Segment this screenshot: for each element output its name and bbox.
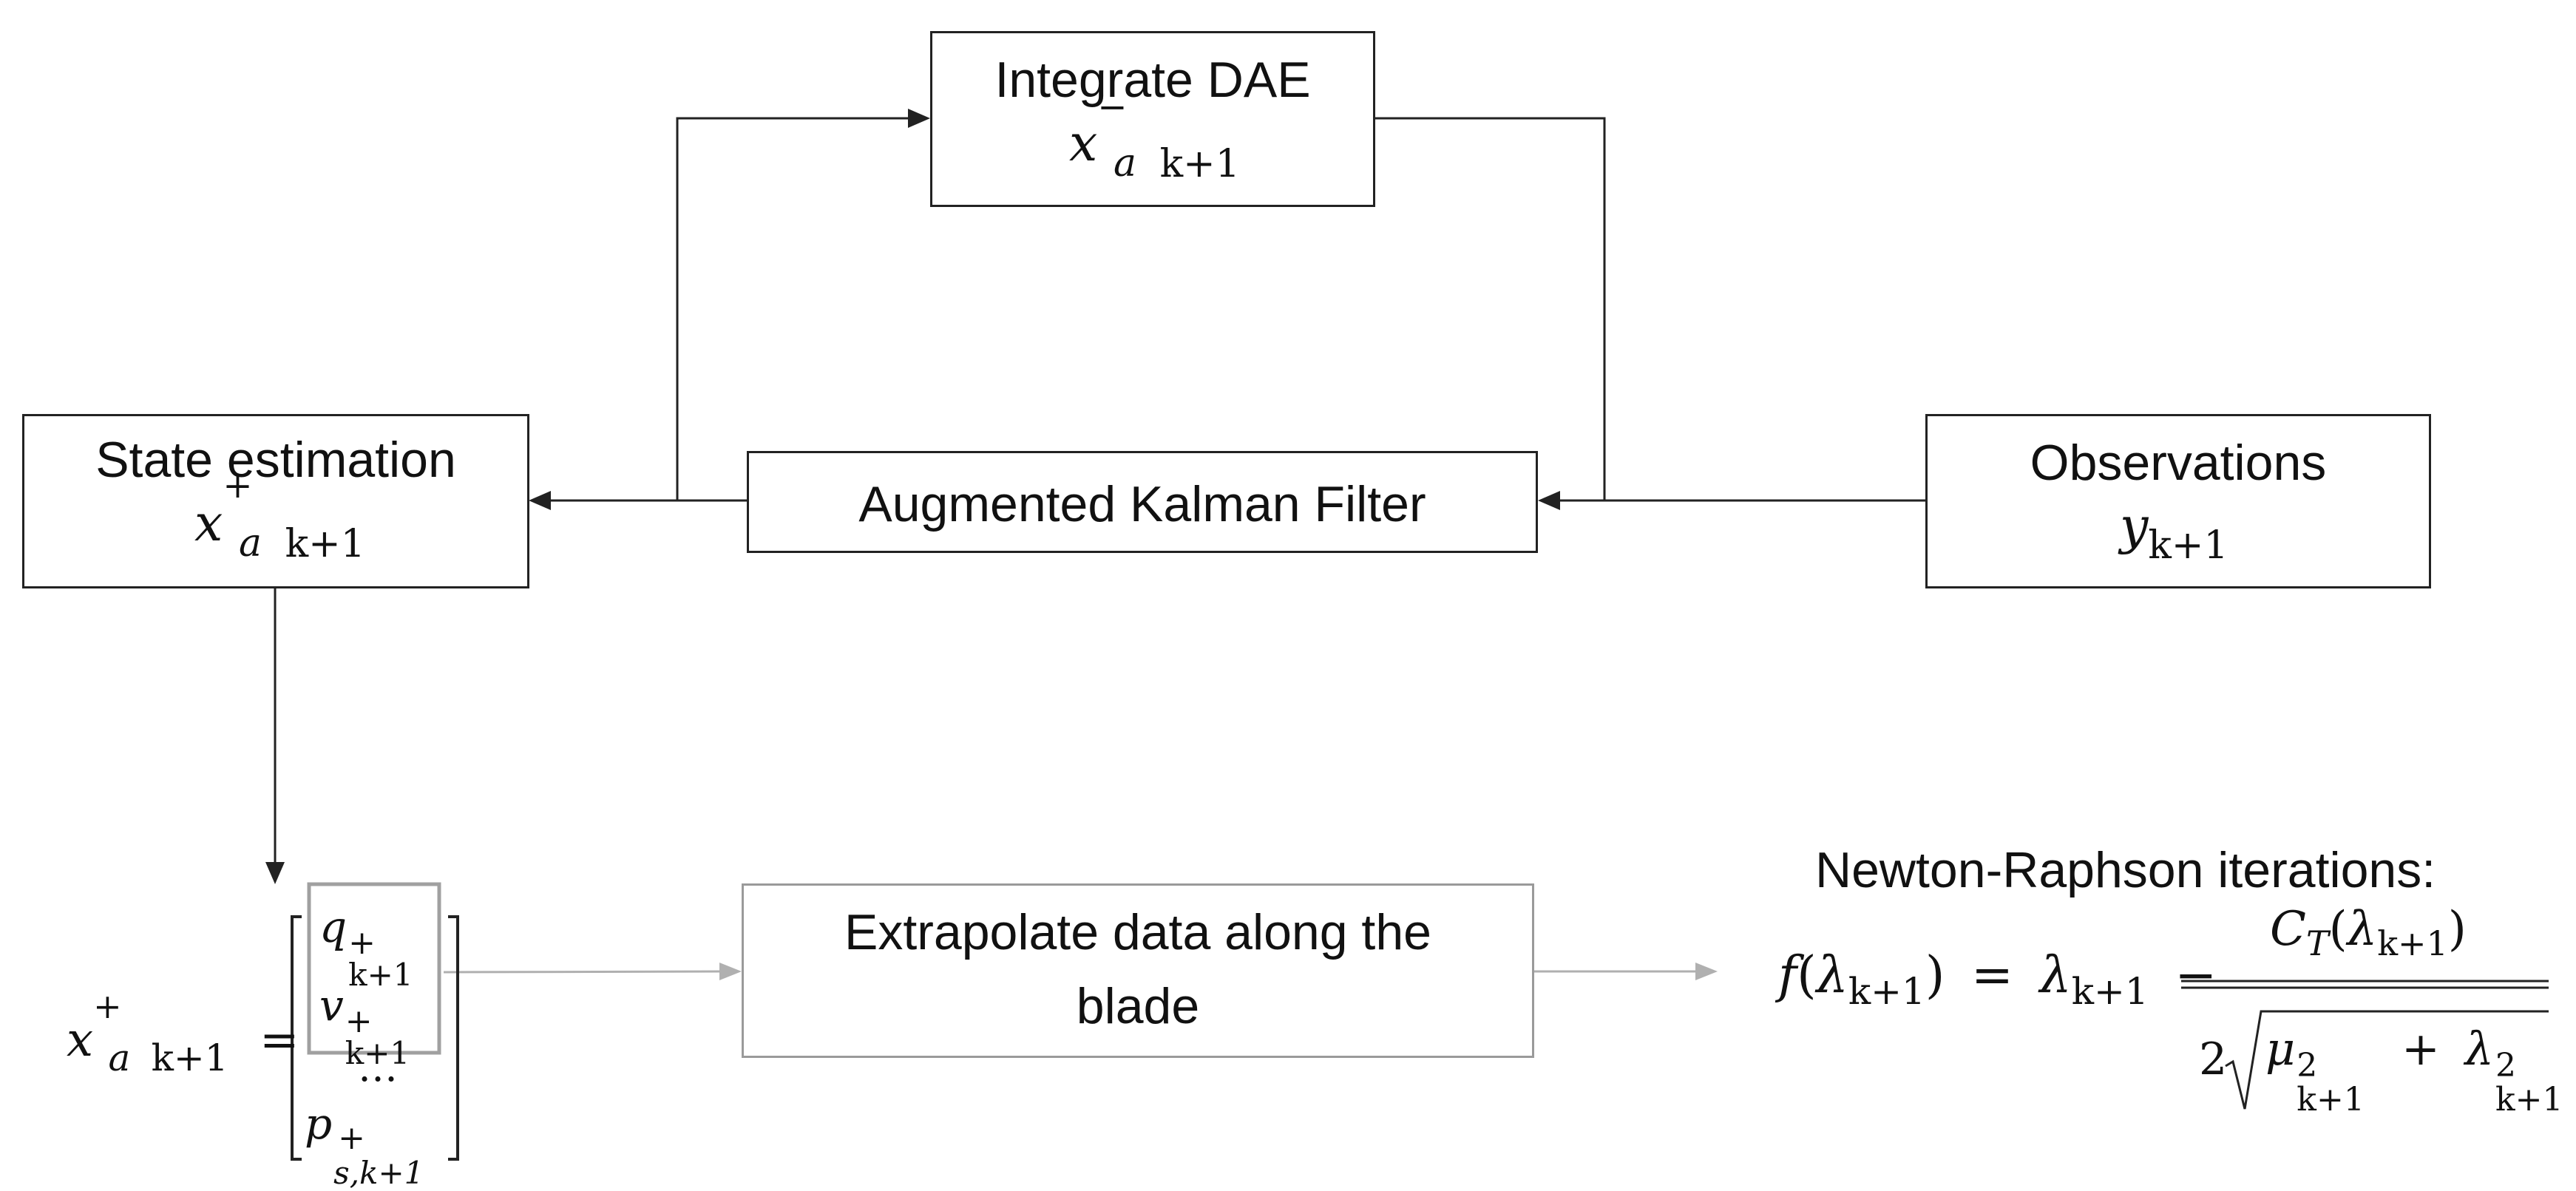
sup-plus: +: [223, 465, 253, 506]
arrowhead-vector: [265, 862, 285, 884]
v-sup: +: [345, 1002, 373, 1040]
idx: k+1: [1848, 970, 1925, 1013]
akf-title: Augmented Kalman Filter: [858, 476, 1426, 532]
newton-denominator-two: 2: [2199, 1034, 2228, 1085]
state-estimation-title: State estimation: [95, 432, 456, 488]
sym-lambda: λ: [1816, 946, 1848, 1005]
mu-sup: 2: [2297, 1047, 2318, 1085]
sym-C: C: [2270, 902, 2306, 957]
observations-node: Observations yk+1: [1925, 414, 2431, 588]
integrate-dae-symbol: x − a k+1: [1069, 86, 1240, 186]
sup-plus: +: [93, 986, 122, 1026]
idx: k+1: [2148, 523, 2228, 568]
sym-v: v: [319, 980, 344, 1031]
arrowhead-akf: [1538, 491, 1560, 510]
sym-lambda: λ: [2039, 946, 2072, 1005]
newton-denominator: μ 2 k+1 + λ 2 k+1: [2265, 1022, 2575, 1119]
idx: k+1: [1159, 142, 1240, 186]
sym-q: q: [319, 902, 348, 952]
state-estimation-symbol: x + a k+1: [194, 465, 365, 566]
highlight-box: [307, 882, 441, 1055]
newton-lhs: f(λk+1) = λk+1 −: [1778, 946, 2217, 1013]
paren-close: ): [2447, 902, 2467, 957]
sym-lambda: λ: [2347, 902, 2378, 957]
vector-entry-q: q + k+1: [319, 902, 428, 993]
sym-p: p: [305, 1099, 333, 1149]
newton-numerator: CT(λk+1): [2270, 902, 2467, 963]
vector-entry-p: p + s,k+1: [305, 1099, 443, 1191]
extrapolate-node: Extrapolate data along the blade: [742, 883, 1534, 1058]
q-sub: k+1: [348, 957, 413, 993]
arrowhead-newton: [1695, 963, 1718, 980]
v-sub: k+1: [345, 1035, 410, 1071]
paren-open: (: [2328, 902, 2348, 957]
sym-x: x: [1069, 115, 1098, 173]
integrate-dae-title: Integrate DAE: [994, 52, 1311, 108]
mu-sub: k+1: [2297, 1081, 2365, 1119]
akf-node: Augmented Kalman Filter: [747, 451, 1538, 553]
paren-open: (: [1797, 946, 1817, 1005]
extrapolate-title-line1: Extrapolate data along the: [844, 904, 1431, 960]
q-sup: +: [348, 924, 376, 962]
equals: =: [1970, 946, 2013, 1005]
idx: k+1: [151, 1036, 228, 1079]
idx: k+1: [2071, 970, 2149, 1013]
integrate-to-akf-arrow: [1375, 117, 1606, 502]
paren-close: ): [1925, 946, 1945, 1005]
sym-x: x: [194, 495, 223, 553]
p-sup: +: [338, 1119, 366, 1157]
sym-mu: μ: [2265, 1022, 2296, 1076]
newton-heading: Newton-Raphson iterations:: [1815, 842, 2436, 898]
observations-title: Observations: [2030, 435, 2327, 491]
observations-symbol: yk+1: [2120, 498, 2228, 568]
sym-x: x: [67, 1013, 94, 1068]
loop-to-integrate-arrow: [676, 117, 909, 502]
extrapolate-title-line2: blade: [1076, 978, 1200, 1034]
equals: =: [259, 1013, 299, 1068]
sub-a: a: [238, 520, 262, 566]
fraction-lines: [2181, 980, 2549, 989]
arrowhead-integrate: [908, 109, 930, 128]
vector-to-extrapolate-arrow: [443, 970, 722, 974]
sqrt-sign: [2225, 1010, 2549, 1110]
idx: k+1: [2377, 923, 2448, 963]
matrix-brackets: [291, 915, 459, 1161]
arrowhead-extrapolate: [719, 963, 742, 980]
idx: k+1: [285, 522, 365, 566]
vector-entry-v: v + k+1: [319, 980, 425, 1071]
sub-T: T: [2305, 923, 2329, 963]
vector-dots: …: [358, 1044, 398, 1090]
sym-y: y: [2120, 498, 2149, 556]
plus: +: [2402, 1022, 2440, 1076]
vector-lhs: x + a k+1 =: [67, 986, 299, 1079]
sym-f: f: [1778, 946, 1797, 1005]
integrate-dae-node: Integrate DAE x − a k+1: [930, 31, 1375, 207]
lambda-sub: k+1: [2495, 1081, 2563, 1119]
minus: −: [2175, 946, 2217, 1005]
sym-lambda: λ: [2464, 1022, 2494, 1076]
sub-a: a: [1113, 140, 1136, 186]
sup-minus: −: [1097, 86, 1128, 128]
arrowhead-state: [529, 491, 551, 510]
p-sub: s,k+1: [333, 1155, 424, 1191]
state-estimation-node: State estimation x + a k+1: [22, 414, 529, 588]
lambda-sup: 2: [2495, 1047, 2516, 1085]
sub-a: a: [108, 1036, 131, 1079]
